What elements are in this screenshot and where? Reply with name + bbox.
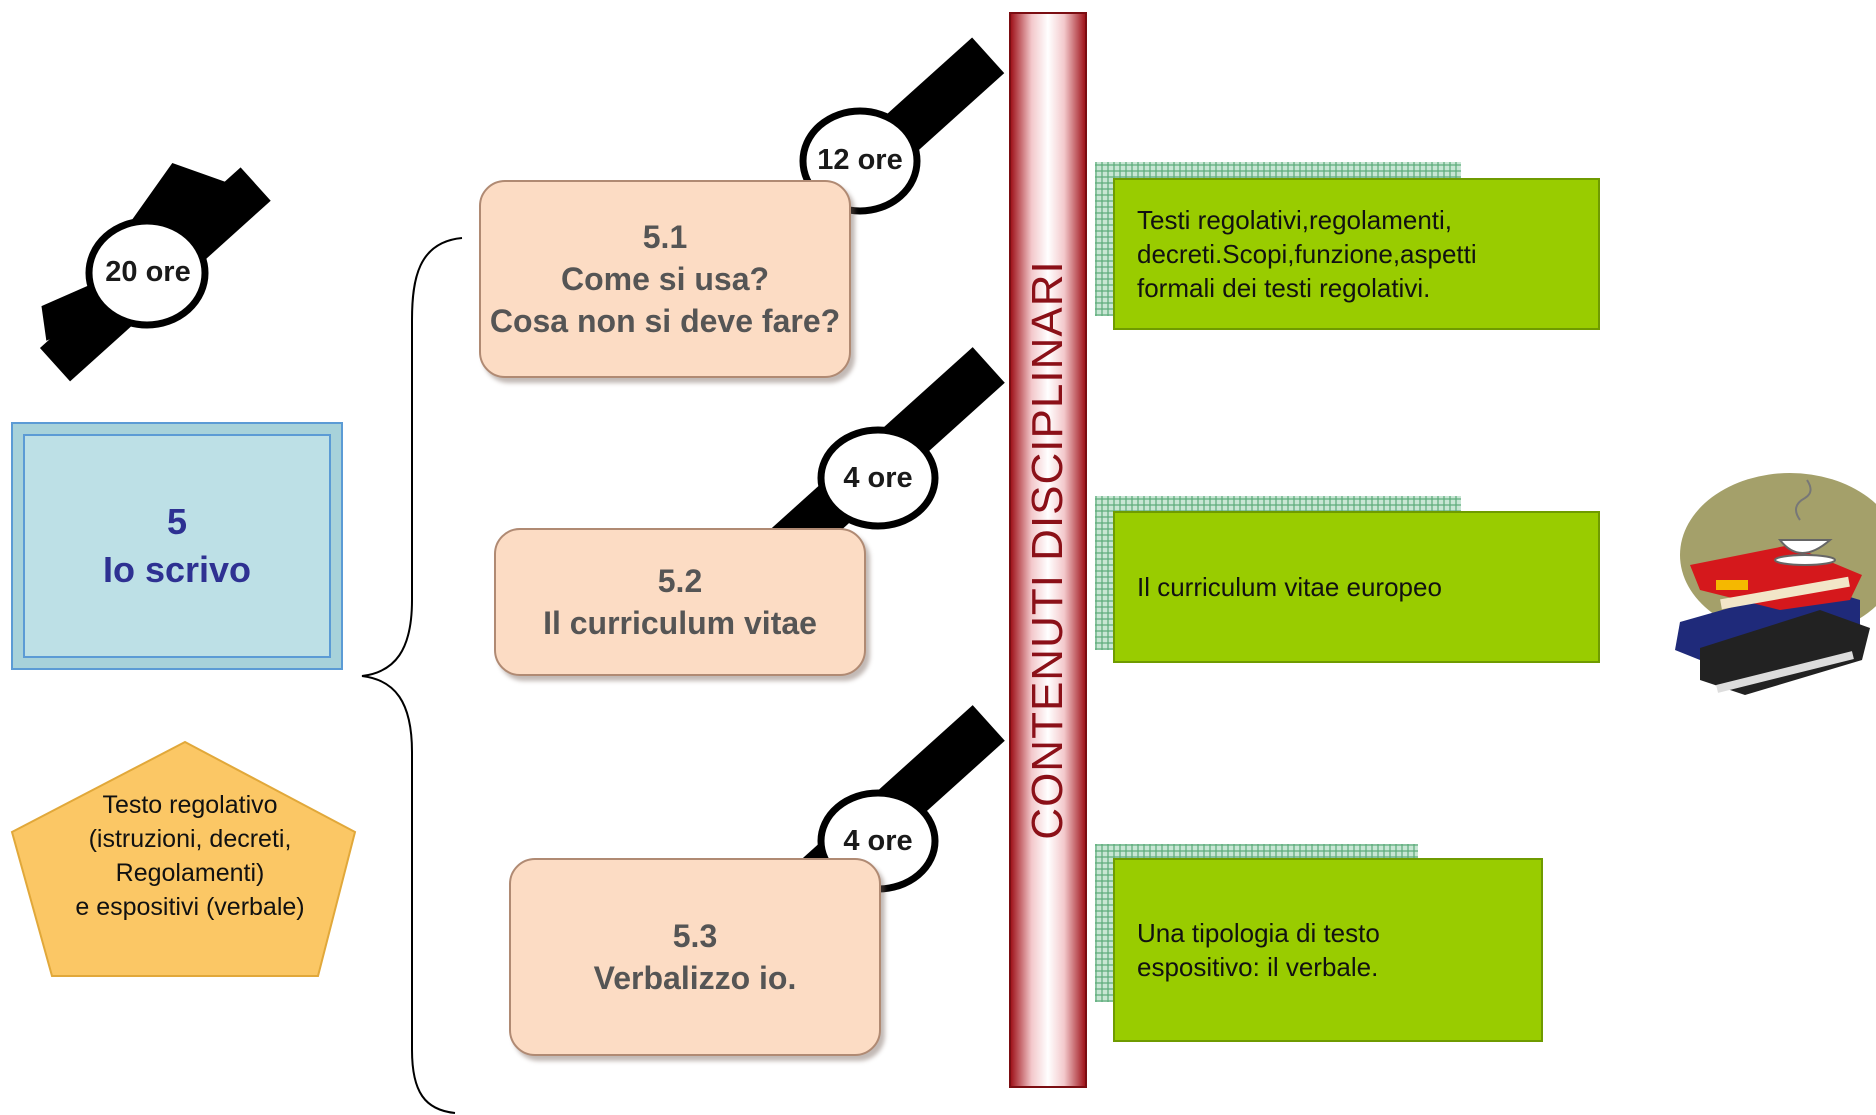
sub-unit-box-5-3: 5.3 Verbalizzo io. [509, 858, 881, 1056]
text-type-line: e espositivi (verbale) [75, 893, 305, 921]
sub-unit-title: Cosa non si deve fare? [489, 303, 841, 339]
content-box-1: Testi regolativi,regolamenti, decreti.Sc… [1113, 178, 1600, 330]
sub-unit-number: 5.2 [657, 563, 703, 599]
sub-unit-box-5-2: 5.2 Il curriculum vitae [494, 528, 866, 676]
main-unit-number: 5 [166, 501, 188, 542]
content-line: espositivo: il verbale. [1137, 952, 1379, 982]
clock-hours-5-3: 4 ore [843, 825, 913, 857]
sub-unit-number: 5.1 [642, 219, 688, 255]
content-line: Il curriculum vitae europeo [1137, 572, 1442, 602]
clock-hours-main: 20 ore [105, 256, 191, 288]
content-line: decreti.Scopi,funzione,aspetti [1137, 239, 1477, 269]
clock-hours-5-2: 4 ore [843, 462, 913, 494]
clock-icon [757, 347, 1005, 577]
vertical-banner-text: CONTENUTI DISCIPLINARI [1023, 260, 1072, 840]
text-type-label: Testo regolativo (istruzioni, decreti, R… [28, 788, 352, 924]
main-unit-box: 5 Io scrivo [11, 422, 343, 670]
content-box-2: Il curriculum vitae europeo [1113, 511, 1600, 663]
books-icon [1675, 473, 1876, 695]
sub-unit-number: 5.3 [672, 918, 718, 954]
sub-unit-title: Il curriculum vitae [543, 605, 817, 641]
content-line: Testi regolativi,regolamenti, [1137, 205, 1453, 235]
text-type-line: Regolamenti) [115, 859, 265, 887]
pentagon-shape [10, 740, 357, 977]
text-type-line: Testo regolativo [102, 791, 278, 819]
clock-hours-5-1: 12 ore [817, 144, 903, 176]
main-unit-title: Io scrivo [102, 549, 252, 590]
sub-unit-title: Verbalizzo io. [593, 960, 797, 996]
vertical-banner [1009, 12, 1087, 1088]
content-box-3: Una tipologia di testo espositivo: il ve… [1113, 858, 1543, 1042]
content-line: Una tipologia di testo [1137, 918, 1380, 948]
clock-icon [39, 162, 271, 382]
content-line: formali dei testi regolativi. [1137, 273, 1431, 303]
sub-unit-box-5-1: 5.1 Come si usa? Cosa non si deve fare? [479, 180, 851, 378]
sub-unit-title: Come si usa? [560, 261, 770, 297]
curly-brace [361, 237, 463, 1114]
text-type-line: (istruzioni, decreti, [88, 825, 292, 853]
